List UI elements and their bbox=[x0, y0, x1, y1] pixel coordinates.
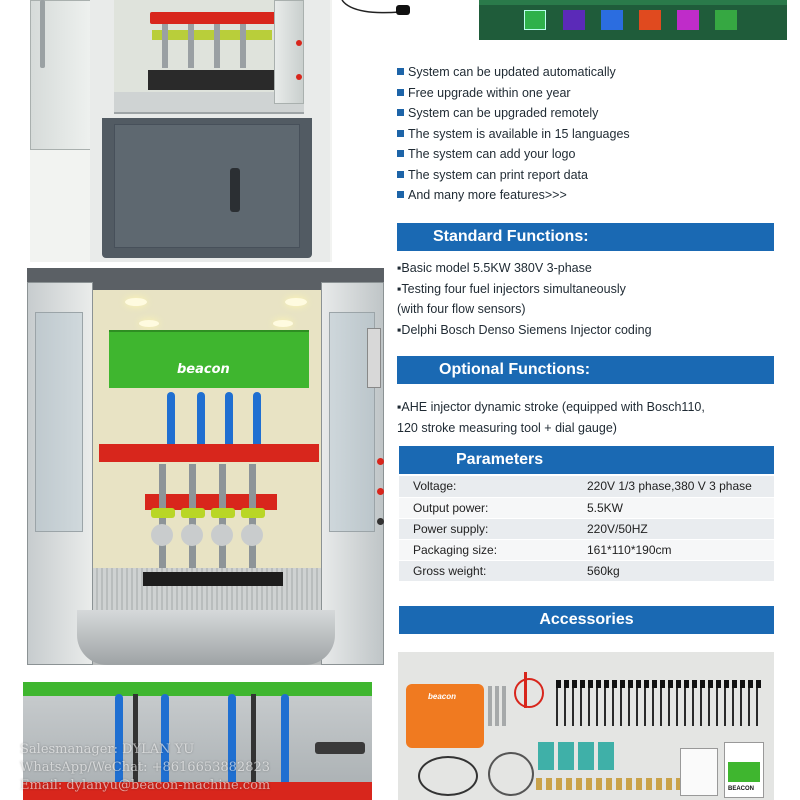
standard-functions-title: Standard Functions: bbox=[433, 228, 589, 245]
optional-functions-title: Optional Functions: bbox=[439, 361, 591, 378]
feature-item: System can be updated automatically bbox=[397, 62, 787, 83]
optional-functions-banner: Optional Functions: bbox=[397, 356, 774, 384]
optional-functions-list: ▪AHE injector dynamic stroke (equipped w… bbox=[397, 397, 787, 438]
table-row: Voltage: 220V 1/3 phase,380 V 3 phase bbox=[399, 476, 774, 498]
standard-functions-list: ▪Basic model 5.5KW 380V 3-phase ▪Testing… bbox=[397, 258, 787, 340]
table-row: Power supply: 220V/50HZ bbox=[399, 518, 774, 540]
feature-item: The system can add your logo bbox=[397, 144, 787, 165]
optional-line: ▪AHE injector dynamic stroke (equipped w… bbox=[397, 400, 705, 414]
parameters-banner: Parameters bbox=[399, 446, 774, 474]
param-label: Power supply: bbox=[399, 518, 573, 540]
feature-list: System can be updated automatically Free… bbox=[397, 62, 787, 206]
param-value: 560kg bbox=[573, 560, 774, 582]
standard-line: (with four flow sensors) bbox=[397, 302, 526, 316]
parameters-table: Voltage: 220V 1/3 phase,380 V 3 phase Ou… bbox=[399, 476, 774, 582]
parameters-title: Parameters bbox=[456, 451, 544, 468]
feature-item: The system can print report data bbox=[397, 165, 787, 186]
cabinet-handle bbox=[230, 168, 240, 212]
bullet-square-icon bbox=[397, 170, 404, 178]
param-value: 220V 1/3 phase,380 V 3 phase bbox=[573, 476, 774, 498]
feature-item: And many more features>>> bbox=[397, 185, 787, 206]
product-photo-closeup bbox=[23, 682, 372, 800]
param-label: Voltage: bbox=[399, 476, 573, 498]
table-row: Gross weight: 560kg bbox=[399, 560, 774, 582]
green-panel bbox=[109, 330, 309, 388]
param-value: 5.5KW bbox=[573, 497, 774, 519]
software-screen-image bbox=[479, 0, 787, 40]
param-label: Packaging size: bbox=[399, 539, 573, 561]
red-rail bbox=[150, 12, 280, 24]
standard-line: ▪Basic model 5.5KW 380V 3-phase bbox=[397, 261, 592, 275]
table-row: Packaging size: 161*110*190cm bbox=[399, 539, 774, 561]
feature-item: System can be upgraded remotely bbox=[397, 103, 787, 124]
product-photo-cabinet bbox=[30, 0, 332, 262]
bag-logo: beacon bbox=[428, 692, 457, 701]
bullet-square-icon bbox=[397, 109, 404, 116]
brand-logo: beacon bbox=[177, 362, 230, 377]
cable-illustration bbox=[341, 0, 410, 15]
red-rail-lower bbox=[145, 494, 277, 510]
feature-item: Free upgrade within one year bbox=[397, 83, 787, 104]
standard-line: ▪Delphi Bosch Denso Siemens Injector cod… bbox=[397, 322, 652, 337]
optional-line: 120 stroke measuring tool + dial gauge) bbox=[397, 420, 617, 435]
manual-label: BEACON bbox=[728, 786, 755, 792]
param-value: 220V/50HZ bbox=[573, 518, 774, 540]
feature-item: The system is available in 15 languages bbox=[397, 124, 787, 145]
red-rail-upper bbox=[99, 444, 319, 462]
accessories-title: Accessories bbox=[539, 611, 634, 628]
param-value: 161*110*190cm bbox=[573, 539, 774, 561]
standard-line: ▪Testing four fuel injectors simultaneou… bbox=[397, 281, 626, 296]
bullet-square-icon bbox=[397, 129, 404, 137]
param-label: Output power: bbox=[399, 497, 573, 519]
product-photo-interior: beacon bbox=[27, 268, 384, 665]
watermark-line-2: WhatsApp/WeChat: +8616653882823 bbox=[20, 760, 271, 775]
bullet-square-icon bbox=[397, 191, 404, 198]
param-label: Gross weight: bbox=[399, 560, 573, 582]
bullet-square-icon bbox=[397, 68, 404, 75]
table-row: Output power: 5.5KW bbox=[399, 497, 774, 519]
accessories-banner: Accessories bbox=[399, 606, 774, 634]
bullet-square-icon bbox=[397, 88, 404, 96]
watermark-line-3: Email: dylanyu@beacon-machine.com bbox=[20, 778, 271, 793]
accessories-photo: beacon BEACON bbox=[398, 652, 774, 800]
watermark-line-1: Salesmanager: DYLAN YU bbox=[20, 742, 195, 757]
standard-functions-banner: Standard Functions: bbox=[397, 223, 774, 251]
bullet-square-icon bbox=[397, 150, 404, 157]
